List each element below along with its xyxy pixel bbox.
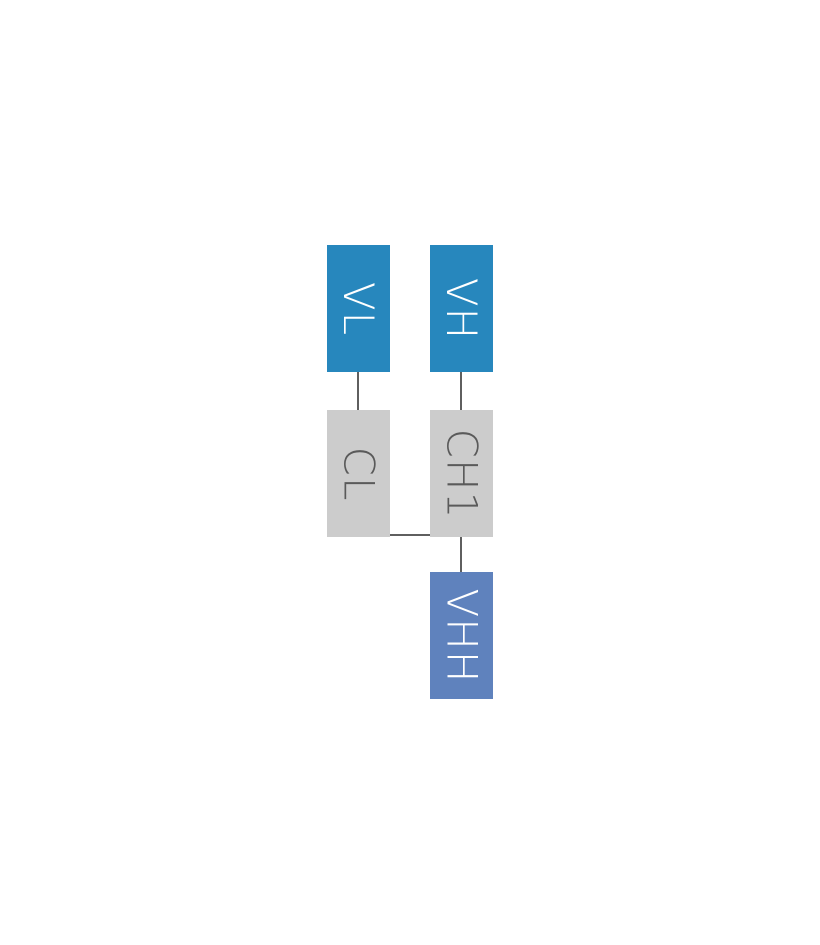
connector-cl-ch1 bbox=[390, 534, 430, 536]
domain-box-vhh: VHH bbox=[430, 572, 493, 699]
domain-label-ch1: CH1 bbox=[437, 428, 487, 519]
connector-vh-ch1 bbox=[460, 372, 462, 410]
domain-box-vl: VL bbox=[327, 245, 390, 372]
domain-label-vhh: VHH bbox=[437, 588, 487, 683]
domain-box-cl: CL bbox=[327, 410, 390, 537]
connector-ch1-vhh bbox=[460, 537, 462, 572]
domain-box-vh: VH bbox=[430, 245, 493, 372]
domain-label-cl: CL bbox=[334, 446, 384, 501]
domain-label-vl: VL bbox=[334, 281, 384, 336]
domain-box-ch1: CH1 bbox=[430, 410, 493, 537]
domain-label-vh: VH bbox=[437, 277, 487, 340]
connector-vl-cl bbox=[357, 372, 359, 410]
